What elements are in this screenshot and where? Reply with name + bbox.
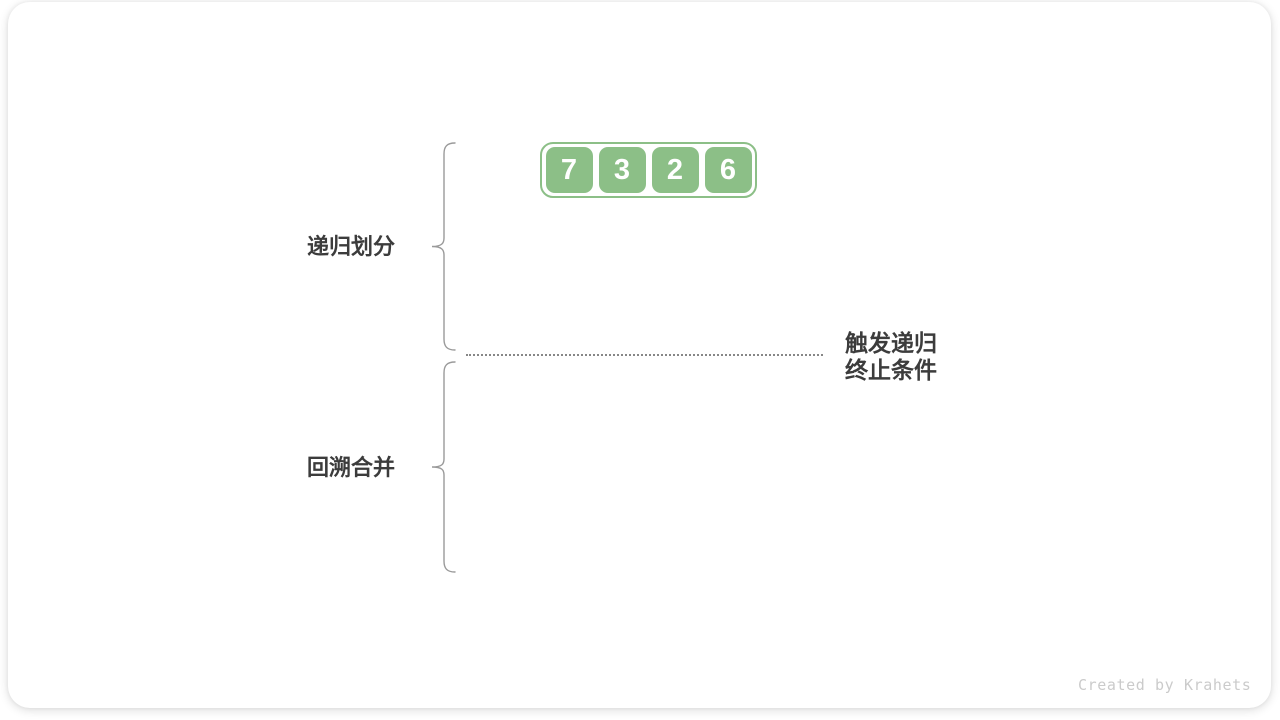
termination-annotation-line1: 触发递归 — [845, 330, 937, 356]
label-backtrack-merge: 回溯合并 — [306, 455, 395, 480]
watermark-text: Created by Krahets — [1078, 676, 1252, 694]
label-recursive-partition: 递归划分 — [306, 234, 395, 259]
array-cell: 2 — [651, 147, 699, 193]
array-cell-value: 3 — [613, 153, 631, 186]
termination-annotation: 触发递归 终止条件 — [845, 330, 937, 384]
array-container: 7 3 2 6 — [540, 142, 757, 198]
array-cell-value: 6 — [719, 153, 737, 186]
array-cell: 6 — [704, 147, 752, 193]
array-cell-value: 7 — [560, 153, 578, 186]
array-cell-value: 2 — [666, 153, 684, 186]
array-cell: 7 — [545, 147, 593, 193]
curly-brace-recursive-partition — [431, 142, 456, 351]
termination-dotted-line — [466, 354, 823, 356]
curly-brace-backtrack-merge — [431, 361, 456, 573]
termination-annotation-line2: 终止条件 — [845, 357, 937, 383]
array-cell: 3 — [598, 147, 646, 193]
